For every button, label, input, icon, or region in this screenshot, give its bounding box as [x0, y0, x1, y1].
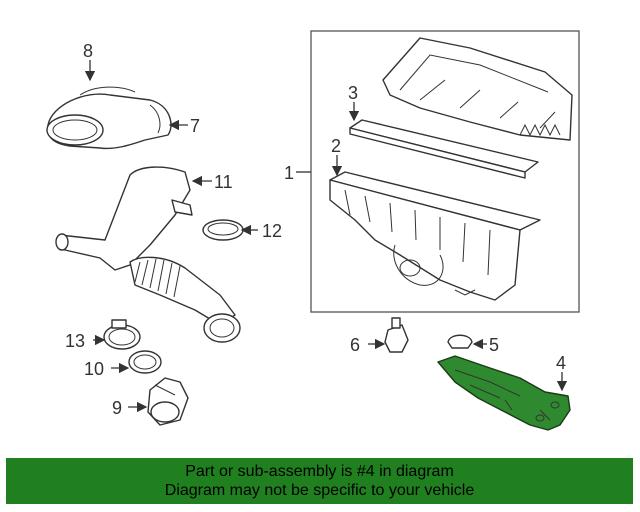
callout-10: 10 [84, 359, 104, 379]
callout-4: 4 [556, 353, 566, 373]
hose-clamp-13 [103, 319, 141, 350]
seal-ring-12 [202, 219, 244, 241]
callout-12: 12 [262, 221, 282, 241]
leader-lines [84, 60, 568, 413]
banner-line-2: Diagram may not be specific to your vehi… [164, 482, 475, 499]
banner-line-1: Part or sub-assembly is #4 in diagram [185, 463, 454, 480]
parts-diagram: 8 7 11 12 13 10 9 3 2 1 6 5 4 [46, 30, 580, 431]
seal-ring-10 [128, 350, 162, 374]
intake-tube [55, 166, 241, 343]
sensor-6 [384, 317, 409, 353]
info-banner: Part or sub-assembly is #4 in diagram Di… [6, 458, 633, 504]
grommet-5 [447, 334, 473, 349]
callout-1: 1 [284, 163, 294, 183]
air-filter-element [349, 119, 539, 179]
callout-13: 13 [65, 331, 85, 351]
callout-8: 8 [83, 41, 93, 61]
intake-duct-upper [46, 86, 172, 150]
callout-9: 9 [112, 398, 122, 418]
callout-3: 3 [348, 83, 358, 103]
callout-6: 6 [350, 335, 360, 355]
callout-11: 11 [214, 172, 233, 192]
callout-5: 5 [489, 335, 499, 355]
callout-2: 2 [331, 136, 341, 156]
air-cleaner-lid [382, 37, 573, 141]
bracket-part-4 [437, 355, 571, 431]
air-cleaner-lower-housing [329, 171, 541, 301]
airflow-sensor-9 [147, 377, 189, 426]
callout-7: 7 [190, 116, 200, 136]
